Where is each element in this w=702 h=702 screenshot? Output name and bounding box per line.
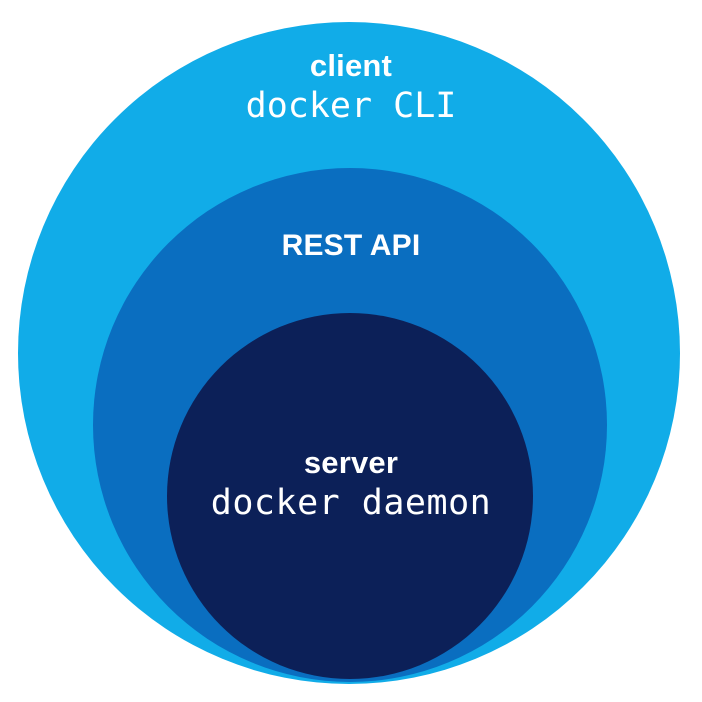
server-layer-label-group: server docker daemon: [0, 445, 702, 524]
client-layer-label-group: client docker CLI: [0, 48, 702, 127]
client-layer-subtitle: docker CLI: [245, 85, 457, 126]
rest-api-layer-title: REST API: [281, 229, 421, 262]
server-layer-subtitle: docker daemon: [210, 482, 492, 523]
server-layer-circle[interactable]: [167, 313, 533, 679]
client-layer-title: client: [309, 48, 393, 83]
server-layer-title: server: [303, 445, 399, 480]
rest-api-layer-label-group: REST API: [0, 228, 702, 263]
